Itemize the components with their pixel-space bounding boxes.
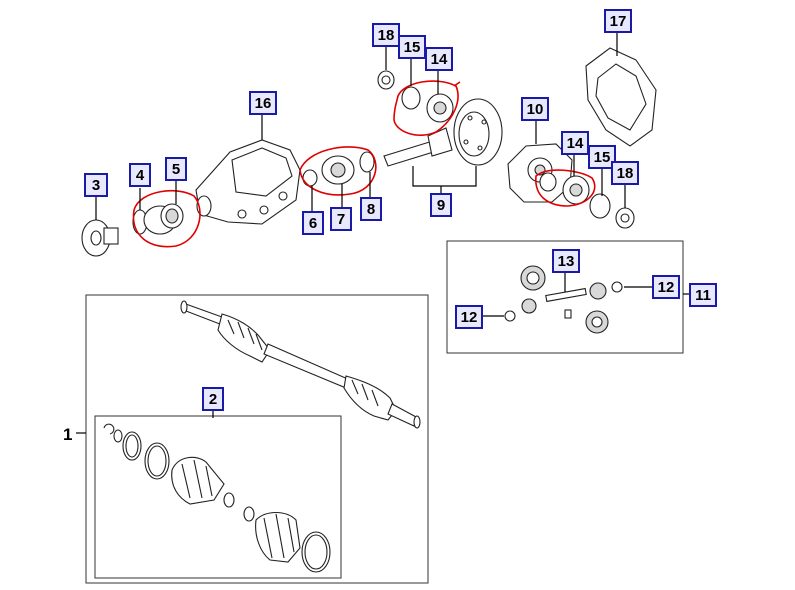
callout-c13: 13 bbox=[552, 249, 580, 273]
callout-box bbox=[249, 91, 277, 115]
gear-kit-frame bbox=[446, 240, 684, 354]
callout-box bbox=[202, 387, 224, 411]
callout-box bbox=[552, 249, 580, 273]
callout-c9: 9 bbox=[430, 193, 452, 217]
callout-number: 18 bbox=[378, 27, 395, 44]
callout-c18a: 18 bbox=[372, 23, 400, 47]
right-bearings-drawing bbox=[539, 172, 635, 229]
callout-c11: 11 bbox=[689, 283, 717, 307]
callout-number: 15 bbox=[404, 39, 421, 56]
callout-number: 3 bbox=[92, 177, 100, 194]
axle-assembly-label: 1 bbox=[63, 425, 72, 444]
carrier-housing-drawing bbox=[195, 139, 301, 225]
callout-number: 6 bbox=[309, 215, 317, 232]
callout-c12b: 12 bbox=[455, 305, 483, 329]
callout-box bbox=[652, 275, 680, 299]
callout-box bbox=[430, 193, 452, 217]
callout-c14b: 14 bbox=[561, 131, 589, 155]
callout-number: 17 bbox=[610, 13, 627, 30]
pinion-parts-drawing bbox=[302, 151, 375, 187]
callout-c8: 8 bbox=[360, 197, 382, 221]
callout-c4: 4 bbox=[129, 163, 151, 187]
callout-c7: 7 bbox=[330, 207, 352, 231]
axle-assembly-frame bbox=[85, 294, 429, 584]
callout-box bbox=[372, 23, 400, 47]
callout-c15a: 15 bbox=[398, 35, 426, 59]
leader-lines bbox=[95, 30, 652, 418]
callout-box bbox=[611, 161, 639, 185]
callout-number: 13 bbox=[558, 253, 575, 270]
callout-box bbox=[588, 145, 616, 169]
callout-number: 18 bbox=[617, 165, 634, 182]
callout-box bbox=[455, 305, 483, 329]
axle-shaft-drawing bbox=[180, 300, 421, 429]
callout-number: 5 bbox=[172, 161, 180, 178]
callout-c18b: 18 bbox=[611, 161, 639, 185]
callout-c17: 17 bbox=[604, 9, 632, 33]
callout-number: 12 bbox=[658, 279, 675, 296]
upper-bearings-drawing bbox=[377, 70, 454, 123]
callout-number: 7 bbox=[337, 211, 345, 228]
callout-box bbox=[360, 197, 382, 221]
callout-box bbox=[561, 131, 589, 155]
boot-kit-drawing bbox=[103, 423, 331, 573]
markup-annotations bbox=[132, 80, 596, 248]
callout-number: 14 bbox=[567, 135, 584, 152]
callout-number: 15 bbox=[594, 149, 611, 166]
callout-number: 14 bbox=[431, 51, 448, 68]
callout-c6: 6 bbox=[302, 211, 324, 235]
callout-box bbox=[604, 9, 632, 33]
gear-kit-drawing bbox=[504, 265, 623, 334]
callout-c15b: 15 bbox=[588, 145, 616, 169]
callout-c14a: 14 bbox=[425, 47, 453, 71]
callout-number: 8 bbox=[367, 201, 375, 218]
flange-drawing bbox=[81, 219, 119, 257]
callout-box bbox=[689, 283, 717, 307]
callout-box bbox=[521, 97, 549, 121]
callout-box bbox=[84, 173, 108, 197]
callout-c5: 5 bbox=[165, 157, 187, 181]
callout-c16: 16 bbox=[249, 91, 277, 115]
callout-number: 2 bbox=[209, 391, 217, 408]
callout-number: 4 bbox=[136, 167, 145, 184]
callout-box bbox=[330, 207, 352, 231]
callout-c10: 10 bbox=[521, 97, 549, 121]
callout-number: 12 bbox=[461, 309, 478, 326]
callout-box bbox=[302, 211, 324, 235]
boot-kit-frame bbox=[94, 415, 342, 579]
diff-cover-drawing bbox=[585, 47, 657, 147]
callout-number: 11 bbox=[695, 287, 711, 304]
callout-box bbox=[165, 157, 187, 181]
callout-number: 10 bbox=[527, 101, 544, 118]
ring-pinion-drawing bbox=[383, 98, 503, 167]
callout-number: 16 bbox=[255, 95, 272, 112]
callout-c2: 2 bbox=[202, 387, 224, 411]
callout-number: 9 bbox=[437, 197, 445, 214]
callout-c3: 3 bbox=[84, 173, 108, 197]
callout-c12a: 12 bbox=[652, 275, 680, 299]
callout-box bbox=[129, 163, 151, 187]
